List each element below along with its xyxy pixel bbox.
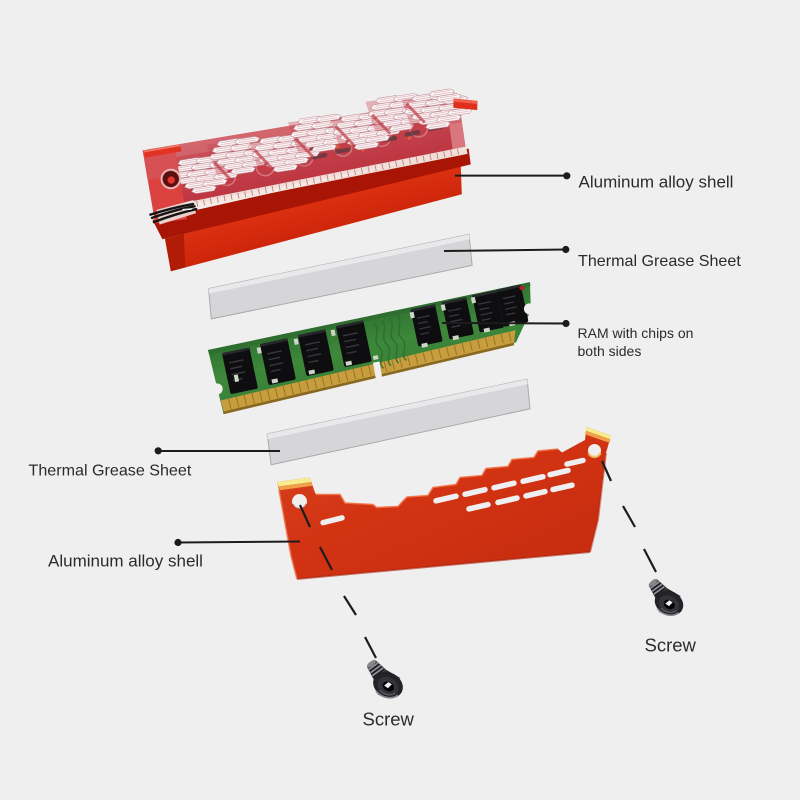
svg-text:Aluminum alloy shell: Aluminum alloy shell <box>579 173 734 192</box>
svg-text:Screw: Screw <box>645 635 697 656</box>
svg-text:Aluminum alloy shell: Aluminum alloy shell <box>48 552 203 571</box>
svg-text:Screw: Screw <box>363 709 415 730</box>
svg-text:RAM with chips on: RAM with chips on <box>578 325 694 341</box>
svg-text:both sides: both sides <box>578 343 642 359</box>
svg-text:Thermal Grease Sheet: Thermal Grease Sheet <box>29 462 192 480</box>
svg-text:Thermal Grease Sheet: Thermal Grease Sheet <box>578 252 741 270</box>
